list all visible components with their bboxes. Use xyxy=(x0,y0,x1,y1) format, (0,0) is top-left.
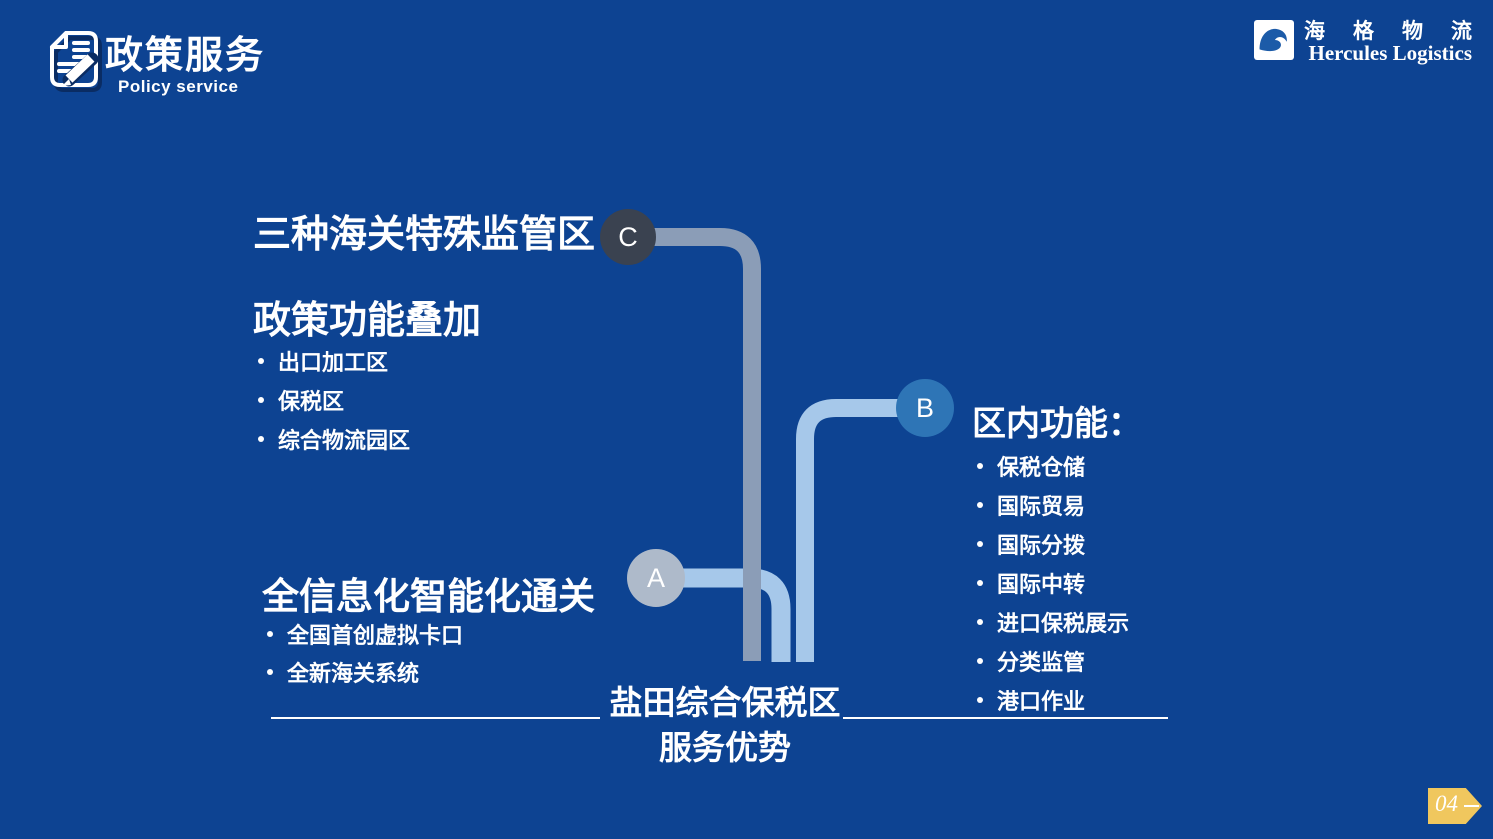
bullet-label: 分类监管 xyxy=(997,649,1086,675)
bullet-label: 国际分拨 xyxy=(997,532,1086,558)
bullet-item: 分类监管 xyxy=(977,641,1129,680)
connector-c-line xyxy=(628,228,761,661)
bullet-item: 全新海关系统 xyxy=(267,653,463,691)
page-number: 04 xyxy=(1435,791,1458,816)
node-circle-a: A xyxy=(627,549,685,607)
bullet-label: 港口作业 xyxy=(997,688,1086,714)
section-b-bullet-list: 保税仓储国际贸易国际分拨国际中转进口保税展示分类监管港口作业 xyxy=(972,446,1129,719)
bullet-dot xyxy=(977,618,983,625)
bullet-item: 进口保税展示 xyxy=(977,602,1129,641)
bullet-label: 保税区 xyxy=(278,388,345,414)
wave-icon xyxy=(1254,20,1294,60)
section-c-title-line2: 政策功能叠加 xyxy=(253,300,482,342)
bullet-dot xyxy=(977,696,983,703)
document-pencil-icon xyxy=(50,31,102,92)
bullet-item: 国际分拨 xyxy=(977,524,1129,563)
bullet-dot xyxy=(977,657,983,664)
center-title-line2: 服务优势 xyxy=(659,729,791,766)
connector-b-line xyxy=(796,399,925,662)
section-b-title: 区内功能： xyxy=(972,405,1142,443)
bullet-dot xyxy=(977,501,983,508)
bullet-dot xyxy=(258,357,264,364)
section-c-title-line1: 三种海关特殊监管区 xyxy=(253,214,596,256)
bullet-dot xyxy=(267,631,273,637)
logo-cn-char: 物 xyxy=(1402,19,1423,43)
right-divider-line xyxy=(843,717,1168,719)
bullet-label: 国际贸易 xyxy=(997,493,1086,519)
bullet-item: 港口作业 xyxy=(977,680,1129,719)
logo-english-name: Hercules Logistics xyxy=(1308,41,1472,65)
bullet-label: 综合物流园区 xyxy=(278,427,411,453)
bullet-dot xyxy=(267,669,273,675)
center-title-line1: 盐田综合保税区 xyxy=(609,684,841,721)
bullet-label: 出口加工区 xyxy=(278,349,389,375)
section-c-bullet-list: 出口加工区保税区综合物流园区 xyxy=(253,341,410,458)
bullet-dot xyxy=(977,540,983,547)
bullet-item: 国际中转 xyxy=(977,563,1129,602)
logo-cn-char: 格 xyxy=(1353,19,1374,43)
node-label-b: B xyxy=(915,392,934,423)
company-logo: 海 格 物 流 Hercules Logistics xyxy=(1254,20,1472,65)
section-a-bullet-list: 全国首创虚拟卡口全新海关系统 xyxy=(262,615,463,691)
bullet-dot xyxy=(258,396,264,403)
logo-chinese-name: 海 格 物 流 xyxy=(1304,20,1472,42)
bullet-item: 保税区 xyxy=(258,380,410,419)
node-circle-b: B xyxy=(896,379,954,437)
node-label-a: A xyxy=(646,562,665,593)
bullet-label: 全国首创虚拟卡口 xyxy=(287,623,464,648)
logo-cn-char: 流 xyxy=(1451,19,1472,43)
bullet-label: 保税仓储 xyxy=(997,454,1086,480)
bullet-item: 全国首创虚拟卡口 xyxy=(267,615,463,653)
bullet-label: 进口保税展示 xyxy=(997,610,1130,636)
bullet-item: 综合物流园区 xyxy=(258,419,410,458)
bullet-dot xyxy=(977,462,983,469)
page-number-dash xyxy=(1464,805,1479,807)
left-divider-line xyxy=(271,717,600,719)
bullet-dot xyxy=(977,579,983,586)
page-subtitle: Policy service xyxy=(118,77,239,96)
logo-cn-char: 海 xyxy=(1304,19,1325,43)
section-a-title: 全信息化智能化通关 xyxy=(262,576,595,617)
bullet-label: 全新海关系统 xyxy=(287,661,420,686)
bullet-item: 国际贸易 xyxy=(977,485,1129,524)
bullet-item: 保税仓储 xyxy=(977,446,1129,485)
bullet-item: 出口加工区 xyxy=(258,341,410,380)
bullet-label: 国际中转 xyxy=(997,571,1086,597)
bullet-dot xyxy=(258,435,264,442)
page-title: 政策服务 xyxy=(105,35,266,77)
node-circle-c: C xyxy=(600,209,656,265)
node-label-c: C xyxy=(618,221,638,252)
center-title: 盐田综合保税区 服务优势 xyxy=(600,680,850,770)
